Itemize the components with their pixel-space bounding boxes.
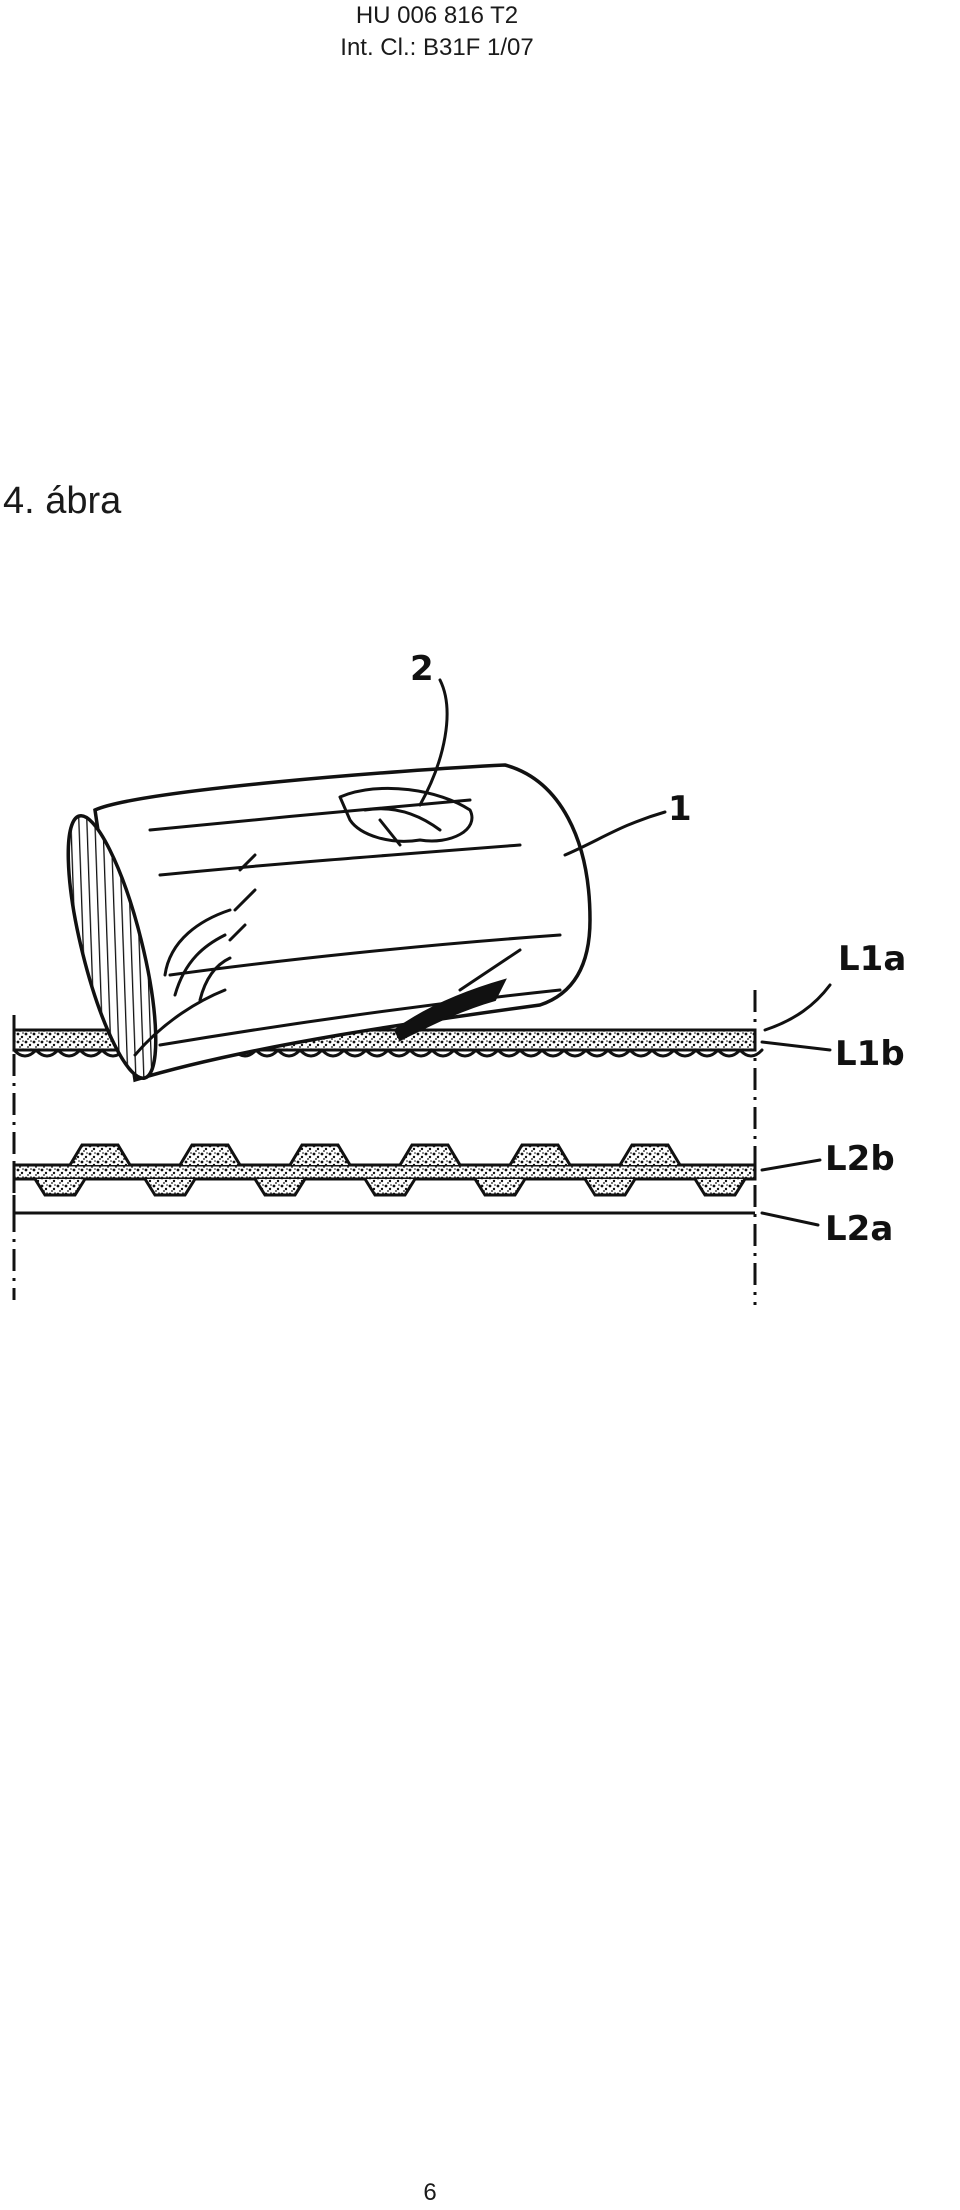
document-header: HU 006 816 T2 Int. Cl.: B31F 1/07 bbox=[0, 0, 874, 64]
label-layer-2b: L2b bbox=[825, 1139, 895, 1179]
leader-lines bbox=[418, 678, 832, 1227]
patent-number: HU 006 816 T2 bbox=[355, 2, 519, 29]
label-pattern: 2 bbox=[410, 649, 434, 689]
label-layer-2a: L2a bbox=[825, 1209, 893, 1249]
embossing-roll bbox=[66, 763, 592, 1083]
label-roll: 1 bbox=[668, 789, 692, 829]
lower-sheet-layers bbox=[12, 1143, 757, 1215]
figure-title: 4. ábra bbox=[3, 480, 122, 522]
label-layer-1a: L1a bbox=[838, 939, 906, 979]
patent-drawing: 2 1 L1a L1b L2b L2a bbox=[12, 649, 906, 1305]
page-number: 6 bbox=[423, 2179, 437, 2206]
classification: Int. Cl.: B31F 1/07 bbox=[340, 34, 534, 61]
label-layer-1b: L1b bbox=[835, 1034, 905, 1074]
